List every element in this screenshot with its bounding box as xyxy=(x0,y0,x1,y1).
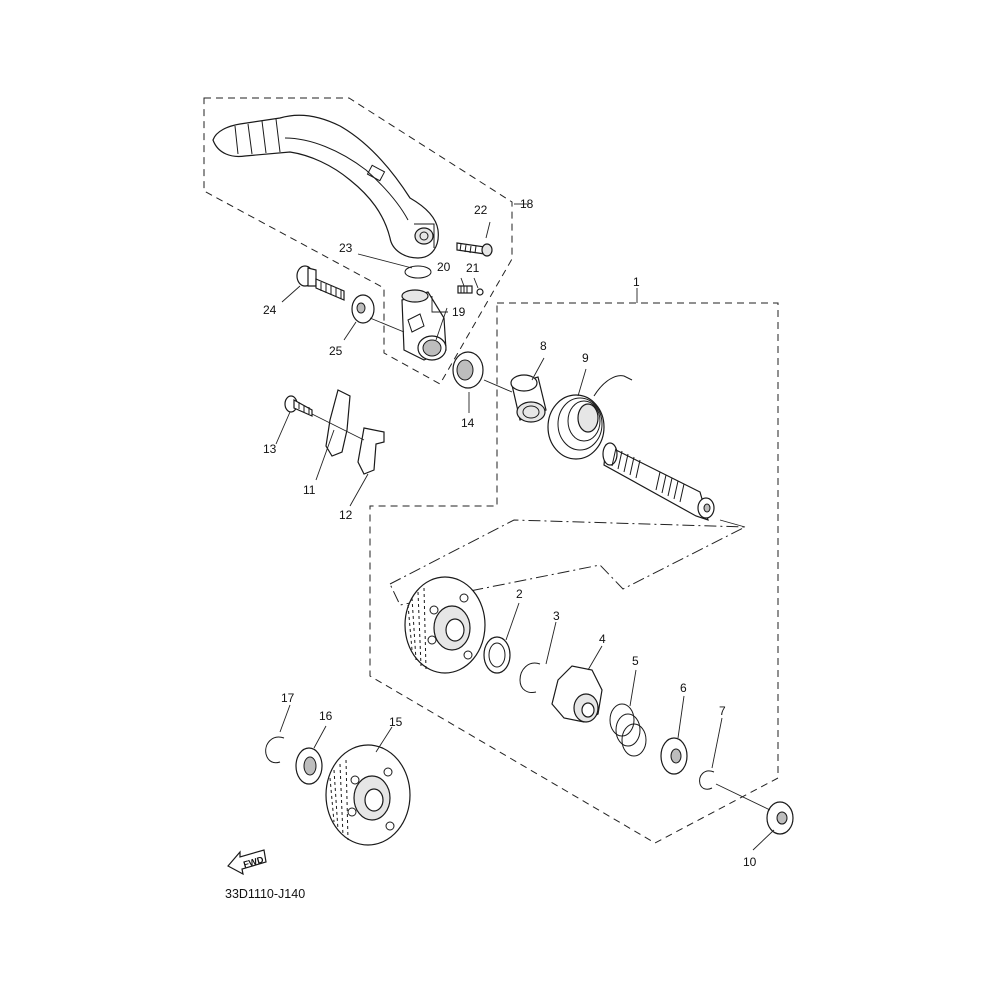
callout-17: 17 xyxy=(281,691,295,705)
callout-4: 4 xyxy=(599,632,606,646)
callout-23: 23 xyxy=(339,241,353,255)
lever-o-ring[interactable] xyxy=(404,265,432,279)
spring-guide-collar[interactable] xyxy=(510,374,547,423)
callout-11: 11 xyxy=(303,483,316,497)
kick-ratchet[interactable] xyxy=(551,665,603,723)
lever-detent-ball[interactable] xyxy=(476,288,484,296)
kick-shaft-oil-seal[interactable] xyxy=(452,351,484,389)
shaft-circlip-b[interactable] xyxy=(699,770,715,790)
callout-1: 1 xyxy=(633,275,640,289)
gear-thrust-washer[interactable] xyxy=(483,636,511,674)
callout-7: 7 xyxy=(719,704,726,718)
callout-19: 19 xyxy=(452,305,466,319)
ratchet-spring[interactable] xyxy=(609,703,647,757)
kick-lever[interactable] xyxy=(212,114,439,259)
idle-gear-reference-frame xyxy=(389,519,746,606)
leader-lines xyxy=(275,203,775,851)
callout-labels: 1 2 3 4 5 6 7 8 9 10 11 12 13 14 15 16 1… xyxy=(263,197,757,869)
callout-13: 13 xyxy=(263,442,277,456)
callout-5: 5 xyxy=(632,654,639,668)
callout-3: 3 xyxy=(553,609,560,623)
callout-12: 12 xyxy=(339,508,353,522)
callout-15: 15 xyxy=(389,715,403,729)
kick-idle-gear[interactable] xyxy=(325,744,411,846)
lever-set-screw[interactable] xyxy=(457,285,473,294)
idle-gear-washer[interactable] xyxy=(295,747,323,785)
callout-8: 8 xyxy=(540,339,547,353)
kick-lever-boss[interactable] xyxy=(401,289,447,361)
callout-2: 2 xyxy=(516,587,523,601)
lever-pinch-bolt[interactable] xyxy=(456,242,493,257)
callout-20: 20 xyxy=(437,260,451,274)
callout-14: 14 xyxy=(461,416,475,430)
kick-drive-gear[interactable] xyxy=(404,576,486,674)
lever-mount-bolt[interactable] xyxy=(296,265,345,301)
shaft-end-washer[interactable] xyxy=(766,801,794,835)
shaft-circlip-a[interactable] xyxy=(519,662,541,693)
kick-shaft-assembly-boundary xyxy=(369,302,779,844)
callout-10: 10 xyxy=(743,855,757,869)
callout-21: 21 xyxy=(466,261,480,275)
lever-washer[interactable] xyxy=(351,294,375,324)
callout-9: 9 xyxy=(582,351,589,365)
callout-24: 24 xyxy=(263,303,277,317)
callout-25: 25 xyxy=(329,344,343,358)
guide-plate-screw[interactable] xyxy=(284,395,313,417)
drawing-code: 33D1110-J140 xyxy=(225,887,305,901)
fwd-arrow-icon: FWD xyxy=(227,849,267,876)
spring-washer[interactable] xyxy=(660,737,688,775)
kick-shaft[interactable] xyxy=(602,442,715,521)
kick-stopper-plate[interactable] xyxy=(357,427,385,475)
callout-16: 16 xyxy=(319,709,333,723)
callout-22: 22 xyxy=(474,203,488,217)
kick-lever-assembly-boundary xyxy=(203,97,513,385)
idle-gear-circlip[interactable] xyxy=(265,736,285,764)
kick-return-spring[interactable] xyxy=(547,375,633,460)
kick-guide-plate[interactable] xyxy=(325,389,351,457)
callout-6: 6 xyxy=(680,681,687,695)
callout-18: 18 xyxy=(520,197,534,211)
